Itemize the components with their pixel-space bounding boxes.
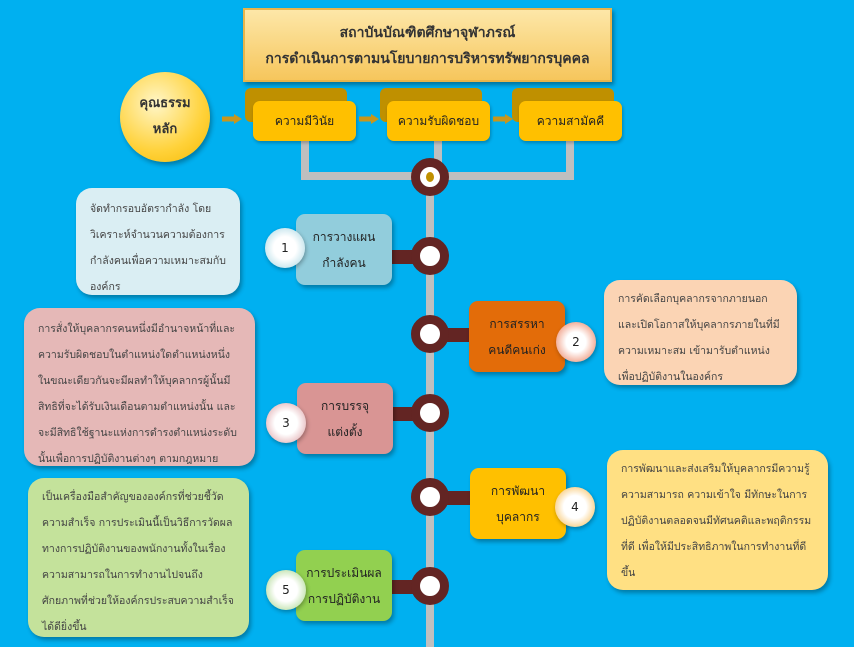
timeline-node: [411, 478, 449, 516]
connector-line: [566, 140, 574, 180]
timeline-node: [411, 315, 449, 353]
core-line-2: หลัก: [152, 122, 178, 137]
step-2-description: การคัดเลือกบุคลากรจากภายนอกและเปิดโอกาสใ…: [604, 280, 797, 385]
value-box-responsibility: ความรับผิดชอบ: [387, 101, 490, 141]
step-3-description: การสั่งให้บุคลากรคนหนึ่งมีอำนาจหน้าที่แล…: [24, 308, 255, 466]
step-5-description: เป็นเครื่องมือสำคัญขององค์กรที่ช่วยชี้วั…: [28, 478, 249, 637]
step-label: การปฏิบัติงาน: [307, 591, 381, 606]
step-label: การประเมินผล: [306, 565, 382, 580]
title-line-1: สถาบันบัณฑิตศึกษาจุฬาภรณ์: [339, 25, 516, 41]
step-4-description: การพัฒนาและส่งเสริมให้บุคลากรมีความรู้ ค…: [607, 450, 828, 590]
step-2-box: การสรรหาคนดีคนเก่ง: [469, 301, 565, 372]
connector-line: [301, 140, 309, 180]
arrow-right-icon: [222, 114, 242, 124]
arrow-right-icon: [359, 114, 379, 124]
core-values-circle: คุณธรรม หลัก: [120, 72, 210, 162]
step-label: บุคลากร: [496, 509, 540, 524]
title-line-2: การดำเนินการตามนโยบายการบริหารทรัพยากรบุ…: [265, 51, 590, 67]
timeline-node: [411, 237, 449, 275]
step-number-3: 3: [266, 403, 306, 443]
step-label: การพัฒนา: [490, 483, 546, 498]
step-number-5: 5: [266, 570, 306, 610]
arrow-right-icon: [493, 114, 513, 124]
step-label: การบรรจุ: [321, 398, 369, 413]
timeline-node: [411, 394, 449, 432]
step-label: แต่งตั้ง: [327, 424, 363, 439]
node-dot: [426, 172, 434, 182]
step-number-1: 1: [265, 228, 305, 268]
value-box-unity: ความสามัคคี: [519, 101, 622, 141]
step-label: กำลังคน: [322, 255, 366, 270]
core-line-1: คุณธรรม: [139, 96, 191, 111]
step-label: คนดีคนเก่ง: [488, 342, 546, 357]
title-banner: สถาบันบัณฑิตศึกษาจุฬาภรณ์ การดำเนินการตา…: [243, 8, 612, 82]
step-4-box: การพัฒนาบุคลากร: [470, 468, 566, 539]
step-1-description: จัดทำกรอบอัตรากำลัง โดยวิเคราะห์จำนวนควา…: [76, 188, 240, 295]
step-number-4: 4: [555, 487, 595, 527]
value-box-discipline: ความมีวินัย: [253, 101, 356, 141]
step-label: การวางแผน: [312, 229, 376, 244]
timeline-node: [411, 567, 449, 605]
step-label: การสรรหา: [489, 316, 545, 331]
timeline-top-node: [411, 158, 449, 196]
step-number-2: 2: [556, 322, 596, 362]
step-5-box: การประเมินผลการปฏิบัติงาน: [296, 550, 392, 621]
step-3-box: การบรรจุแต่งตั้ง: [297, 383, 393, 454]
step-1-box: การวางแผนกำลังคน: [296, 214, 392, 285]
